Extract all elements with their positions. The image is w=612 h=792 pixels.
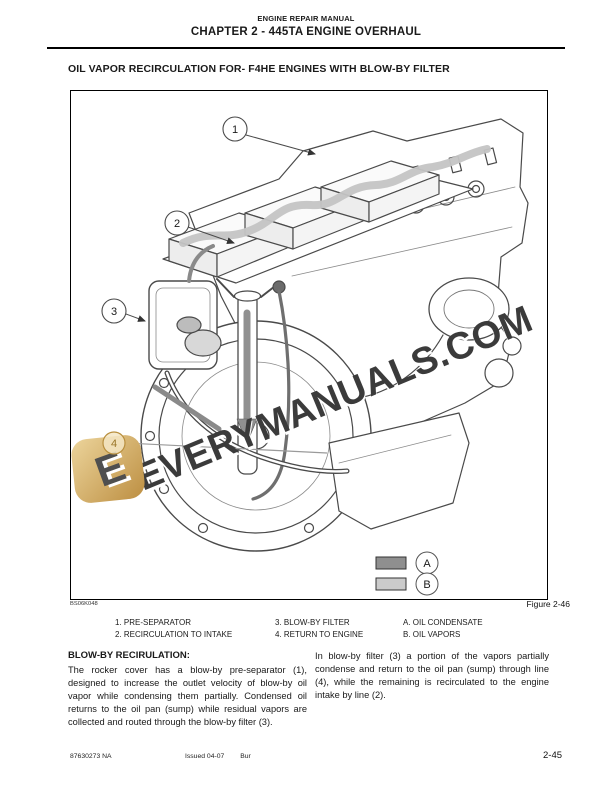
engine-illustration: EVERYMANUALS.COM EVERYMANUALS.COM E E 1 … — [71, 116, 539, 596]
caption-item: A. OIL CONDENSATE — [403, 618, 483, 627]
callout-2-circle — [164, 210, 190, 236]
manual-title: ENGINE REPAIR MANUAL — [257, 14, 355, 23]
callout-4-circle — [102, 431, 126, 455]
figure-legend: A B — [375, 551, 439, 596]
footer-issued: Issued 04-07 — [185, 753, 225, 760]
callouts: 1 2 3 4 — [101, 116, 316, 455]
callout-1-number: 1 — [232, 124, 238, 136]
caption-item: 1. PRE-SEPARATOR — [115, 618, 192, 627]
caption-item: 3. BLOW-BY FILTER — [275, 618, 350, 627]
caption-column-2: 3. BLOW-BY FILTER 4. RETURN TO ENGINE — [275, 617, 363, 641]
body-left-column: BLOW-BY RECIRULATION: The rocker cover h… — [68, 650, 307, 729]
callout-1-circle — [222, 116, 248, 142]
chapter-title: CHAPTER 2 - 445TA ENGINE OVERHAUL — [190, 26, 422, 38]
footer-part-number: 87630273 NA — [70, 753, 112, 760]
engine-line-art — [140, 118, 529, 552]
caption-column-1: 1. PRE-SEPARATOR 2. RECIRCULATION TO INT… — [115, 617, 232, 641]
figure-frame: EVERYMANUALS.COM EVERYMANUALS.COM E E 1 … — [70, 90, 548, 600]
blow-by-filter — [148, 280, 222, 370]
section-title: OIL VAPOR RECIRCULATION FOR- F4HE ENGINE… — [68, 63, 450, 75]
page-header: ENGINE REPAIR MANUAL CHAPTER 2 - 445TA E… — [0, 14, 612, 38]
legend-swatch-oil-vapors — [375, 577, 407, 591]
body-right-column: In blow-by filter (3) a portion of the v… — [315, 650, 549, 702]
figure-label: Figure 2-46 — [526, 599, 570, 609]
callout-4-number: 4 — [111, 438, 117, 450]
legend-swatch-oil-condensate — [375, 556, 407, 570]
caption-item: 4. RETURN TO ENGINE — [275, 630, 364, 639]
caption-column-3: A. OIL CONDENSATE B. OIL VAPORS — [403, 617, 483, 641]
callout-2-number: 2 — [174, 218, 180, 230]
footer-issue-info: Issued 04-07 Bur — [185, 753, 251, 760]
header-rule — [47, 47, 565, 49]
caption-item: B. OIL VAPORS — [403, 630, 461, 639]
body-paragraph-left: The rocker cover has a blow-by pre-separ… — [68, 665, 307, 727]
return-hose — [251, 289, 291, 501]
vapor-line — [179, 145, 491, 247]
caption-item: 2. RECIRCULATION TO INTAKE — [115, 630, 233, 639]
legend-key-b: B — [423, 579, 430, 591]
section-heading: BLOW-BY RECIRULATION: — [68, 650, 190, 661]
legend-key-a: A — [423, 558, 431, 570]
figure-code: BS06K048 — [70, 601, 98, 607]
body-paragraph-right: In blow-by filter (3) a portion of the v… — [315, 651, 549, 700]
footer-page-number: 2-45 — [543, 750, 563, 761]
callout-3-number: 3 — [111, 306, 117, 318]
footer-revision: Bur — [240, 753, 251, 760]
callout-3-circle — [101, 298, 127, 324]
